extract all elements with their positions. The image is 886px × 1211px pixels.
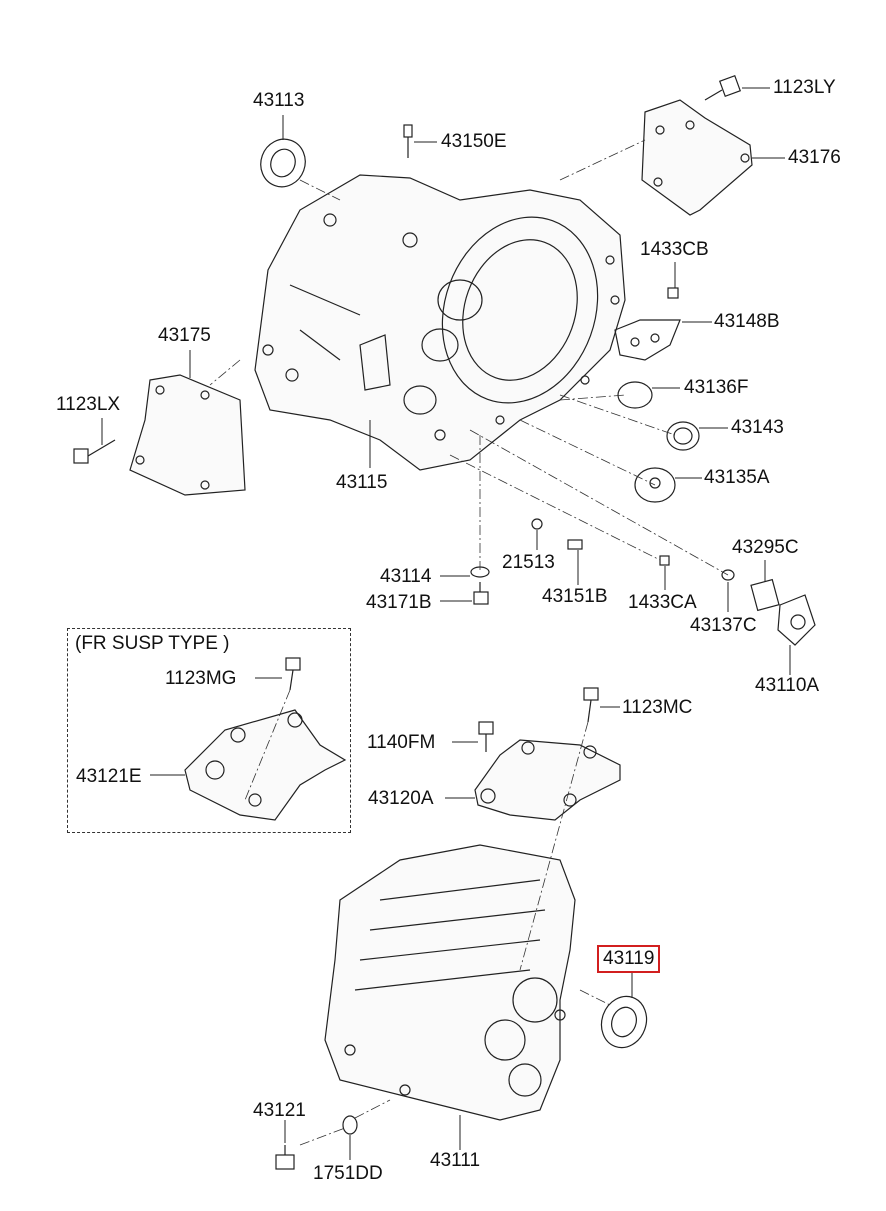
label-43120a[interactable]: 43120A	[368, 788, 434, 809]
label-43295c[interactable]: 43295C	[732, 537, 799, 558]
label-1140fm[interactable]: 1140FM	[367, 732, 436, 753]
leader-lines	[101, 87, 791, 1160]
label-1123mg[interactable]: 1123MG	[165, 668, 237, 689]
bolt-1123lx	[73, 439, 116, 464]
label-43143[interactable]: 43143	[731, 417, 784, 438]
label-43171b[interactable]: 43171B	[366, 592, 432, 613]
seal-43119	[600, 995, 648, 1049]
label-43150e[interactable]: 43150E	[441, 131, 507, 152]
label-1751dd[interactable]: 1751DD	[313, 1163, 383, 1184]
pin-1433cb	[667, 287, 679, 299]
bolt-43150e	[403, 124, 413, 158]
label-43135a[interactable]: 43135A	[704, 467, 770, 488]
label-43176[interactable]: 43176	[788, 147, 841, 168]
bracket-43148b	[614, 319, 681, 361]
bracket-43176	[641, 99, 753, 216]
bolt-1123ly	[704, 74, 742, 101]
label-1433cb[interactable]: 1433CB	[640, 239, 709, 260]
clutch-housing-43111	[324, 844, 576, 1121]
bracket-43175	[129, 374, 246, 496]
bolt-1140fm	[478, 721, 494, 752]
seal-43143	[666, 421, 700, 451]
label-1123ly[interactable]: 1123LY	[773, 77, 836, 98]
label-43113[interactable]: 43113	[253, 90, 305, 111]
label-43111[interactable]: 43111	[430, 1150, 481, 1171]
bolt-1123mc	[583, 687, 599, 723]
label-43151b[interactable]: 43151B	[542, 586, 608, 607]
sleeve-43110a	[777, 594, 816, 646]
label-1123lx[interactable]: 1123LX	[56, 394, 121, 415]
bolt-1123mg	[285, 657, 301, 691]
seal-43113	[260, 138, 306, 188]
transaxle-case-upper	[254, 174, 626, 471]
fr-susp-type-title: (FR SUSP TYPE )	[75, 633, 230, 654]
label-1433ca[interactable]: 1433CA	[628, 592, 697, 613]
label-43121e[interactable]: 43121E	[76, 766, 142, 787]
label-43110a[interactable]: 43110A	[755, 675, 820, 696]
pin-1433ca	[659, 555, 670, 566]
plug-43121	[275, 1145, 295, 1170]
label-43121[interactable]: 43121	[253, 1100, 306, 1121]
label-21513[interactable]: 21513	[502, 552, 555, 573]
label-43137c[interactable]: 43137C	[690, 615, 757, 636]
gasket-1751dd	[342, 1115, 358, 1135]
washer-43137c	[721, 569, 735, 581]
bracket-43121e	[184, 709, 347, 821]
bolt-43151b	[567, 539, 583, 550]
fr-susp-type-box	[67, 628, 351, 833]
plug-43171b	[473, 582, 489, 605]
bracket-43120a	[474, 739, 621, 821]
washer-21513	[531, 518, 543, 530]
label-43136f[interactable]: 43136F	[684, 377, 749, 398]
label-43175[interactable]: 43175	[158, 325, 211, 346]
label-43119-highlighted[interactable]: 43119	[597, 945, 661, 973]
label-43148b[interactable]: 43148B	[714, 311, 780, 332]
label-43115[interactable]: 43115	[336, 472, 388, 493]
label-1123mc[interactable]: 1123MC	[622, 697, 693, 718]
bearing-43295c	[750, 578, 780, 612]
label-43114[interactable]: 43114	[380, 566, 432, 587]
shim-43136f	[617, 381, 653, 409]
alignment-lines	[209, 139, 729, 1146]
